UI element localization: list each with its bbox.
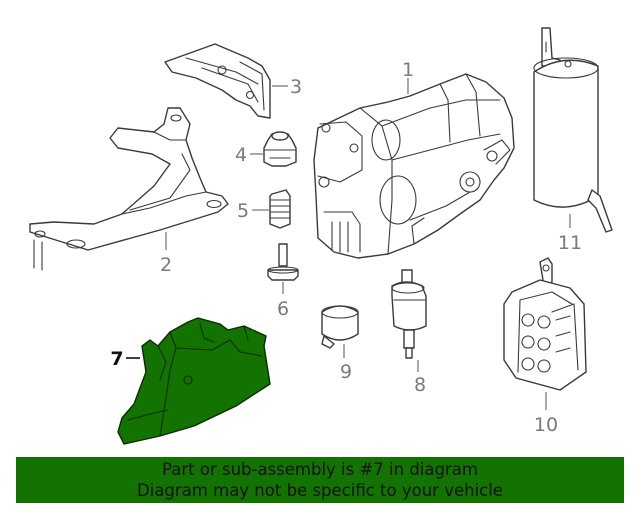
- callout-5[interactable]: 5: [237, 200, 249, 222]
- part-8-filter[interactable]: [391, 269, 427, 359]
- info-banner: Part or sub-assembly is #7 in diagram Di…: [16, 457, 624, 503]
- callout-3[interactable]: 3: [290, 76, 302, 98]
- banner-line-disclaimer: Diagram may not be specific to your vehi…: [137, 481, 503, 500]
- part-2-mounting-bracket[interactable]: [29, 107, 229, 271]
- callout-4[interactable]: 4: [235, 144, 247, 166]
- callout-10[interactable]: 10: [534, 414, 558, 436]
- callout-9[interactable]: 9: [340, 361, 352, 383]
- part-6-bolt[interactable]: [267, 243, 299, 281]
- callout-6[interactable]: 6: [277, 298, 289, 320]
- part-7-cover-highlighted[interactable]: [117, 317, 271, 445]
- parts-diagram: 1 2 3 4 5 6 7 8 9 10 11: [29, 27, 613, 445]
- part-3-bracket-cover[interactable]: [164, 43, 271, 119]
- banner-line-part-number: Part or sub-assembly is #7 in diagram: [162, 460, 478, 479]
- callout-2[interactable]: 2: [160, 254, 172, 276]
- part-9-bushing[interactable]: [321, 305, 359, 349]
- callout-11[interactable]: 11: [558, 232, 582, 254]
- part-11-reservoir[interactable]: [533, 27, 613, 233]
- callout-1[interactable]: 1: [402, 59, 414, 81]
- callout-8[interactable]: 8: [414, 374, 426, 396]
- callout-7[interactable]: 7: [110, 348, 123, 370]
- part-5-isolator[interactable]: [269, 189, 291, 229]
- part-10-valve-block[interactable]: [503, 257, 587, 391]
- part-4-grommet[interactable]: [263, 131, 297, 167]
- part-1-compressor[interactable]: [313, 73, 515, 259]
